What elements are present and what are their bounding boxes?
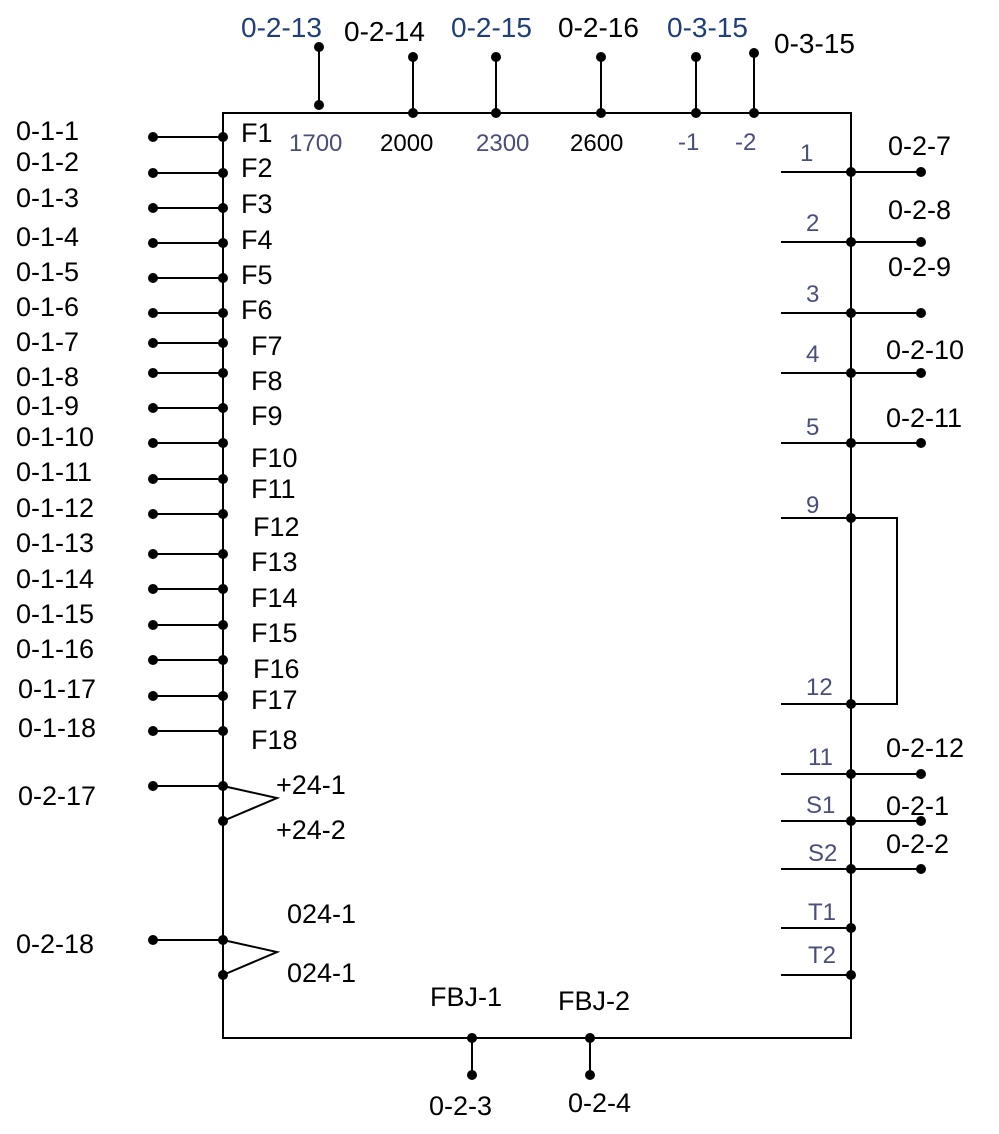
top-wire-label: 0-2-15 bbox=[451, 12, 532, 43]
left-connections bbox=[148, 132, 228, 736]
right-wire-label: 0-2-8 bbox=[888, 195, 951, 225]
right-connections bbox=[781, 167, 926, 980]
left-wire-label: 0-1-8 bbox=[16, 362, 79, 392]
terminal-block-outline bbox=[222, 112, 852, 1039]
right-wire-label: 0-2-9 bbox=[888, 252, 951, 282]
power-24v-connection bbox=[148, 781, 281, 826]
bottom-pin-label: FBJ-1 bbox=[430, 982, 502, 1012]
top-wire-label: 0-2-13 bbox=[241, 12, 322, 43]
left-wire-label: 0-1-14 bbox=[16, 564, 94, 594]
left-pin-label: F18 bbox=[251, 725, 298, 755]
left-pin-label: F4 bbox=[241, 225, 273, 255]
left-pin-label: F7 bbox=[251, 331, 283, 361]
left-pin-label: F16 bbox=[253, 654, 300, 684]
bottom-wire-label: 0-2-4 bbox=[568, 1088, 631, 1118]
right-wire-label: 0-2-7 bbox=[888, 131, 951, 161]
left-wire-label: 0-1-17 bbox=[18, 674, 96, 704]
bottom-pin-label: FBJ-2 bbox=[558, 986, 630, 1016]
right-wire-label: 0-2-1 bbox=[886, 791, 949, 821]
right-pin-label: 11 bbox=[808, 744, 833, 771]
left-wire-label: 0-1-10 bbox=[16, 422, 94, 452]
right-pin-label: 3 bbox=[806, 281, 819, 308]
left-pin-label: F5 bbox=[241, 260, 273, 290]
left-pin-label: F8 bbox=[251, 366, 283, 396]
left-wire-label: 0-1-4 bbox=[16, 222, 79, 252]
left-pin-label: F6 bbox=[241, 295, 273, 325]
top-pin-label: 1700 bbox=[289, 130, 342, 157]
power-0v-connection bbox=[148, 935, 281, 980]
right-pin-label: 5 bbox=[806, 414, 819, 441]
top-pin-label: -2 bbox=[735, 129, 756, 156]
left-wire-label: 0-1-15 bbox=[16, 599, 94, 629]
top-pin-label: 2000 bbox=[380, 130, 433, 157]
left-pin-label: F10 bbox=[251, 443, 298, 473]
left-pin-label: F13 bbox=[251, 547, 298, 577]
left-pin-label: F11 bbox=[251, 474, 296, 504]
left-wire-label: 0-1-2 bbox=[16, 147, 79, 177]
right-pin-label: T2 bbox=[808, 942, 836, 969]
left-pin-label: F15 bbox=[251, 618, 298, 648]
top-wire-label: 0-3-15 bbox=[667, 12, 748, 43]
bottom-connections bbox=[467, 1033, 595, 1080]
top-pin-label: -1 bbox=[678, 129, 699, 156]
right-pin-label: 2 bbox=[806, 210, 819, 237]
right-pin-label: 12 bbox=[806, 674, 833, 701]
left-wire-label: 0-1-6 bbox=[16, 292, 79, 322]
right-pin-label: 9 bbox=[806, 492, 819, 519]
top-connections bbox=[314, 42, 759, 118]
right-wire-label: 0-2-2 bbox=[886, 829, 949, 859]
left-pin-label: F1 bbox=[241, 118, 273, 148]
left-wire-label: 0-1-5 bbox=[16, 257, 79, 287]
top-pin-label: 2600 bbox=[570, 130, 623, 157]
power-0v-pin-b: 024-1 bbox=[287, 958, 356, 988]
top-pin-label: 2300 bbox=[476, 130, 529, 157]
left-wire-label: 0-1-18 bbox=[18, 713, 96, 743]
left-wire-label: 0-1-7 bbox=[16, 327, 79, 357]
left-pin-label: F9 bbox=[251, 401, 283, 431]
power-24v-pin-b: +24-2 bbox=[276, 815, 346, 845]
left-wire-label: 0-1-1 bbox=[16, 116, 79, 146]
left-pin-label: F17 bbox=[251, 685, 298, 715]
power-24v-wire-label: 0-2-17 bbox=[18, 781, 96, 811]
power-24v-pin-a: +24-1 bbox=[276, 770, 346, 800]
right-pin-label: S2 bbox=[808, 840, 837, 867]
top-wire-label: 0-2-14 bbox=[344, 16, 425, 47]
right-pin-label: 4 bbox=[806, 341, 819, 368]
left-pin-label: F12 bbox=[253, 512, 300, 542]
left-pin-label: F3 bbox=[241, 189, 273, 219]
left-wire-label: 0-1-9 bbox=[16, 391, 79, 421]
right-pin-label: T1 bbox=[808, 899, 836, 926]
left-wire-label: 0-1-16 bbox=[16, 634, 94, 664]
top-wire-label: 0-2-16 bbox=[558, 12, 639, 43]
left-wire-label: 0-1-11 bbox=[16, 457, 92, 487]
power-0v-pin-a: 024-1 bbox=[287, 899, 356, 929]
right-wire-label: 0-2-11 bbox=[886, 403, 962, 433]
right-wire-label: 0-2-12 bbox=[886, 733, 964, 763]
left-wire-label: 0-1-13 bbox=[16, 528, 94, 558]
left-pin-label: F14 bbox=[251, 583, 298, 613]
power-0v-wire-label: 0-2-18 bbox=[16, 929, 94, 959]
bottom-wire-label: 0-2-3 bbox=[429, 1091, 492, 1121]
right-pin-label: S1 bbox=[806, 792, 835, 819]
right-wire-label: 0-2-10 bbox=[886, 335, 964, 365]
right-pin-label: 1 bbox=[800, 140, 813, 167]
top-wire-label: 0-3-15 bbox=[774, 28, 855, 59]
left-pin-label: F2 bbox=[241, 153, 273, 183]
left-wire-label: 0-1-3 bbox=[16, 183, 79, 213]
left-wire-label: 0-1-12 bbox=[16, 493, 94, 523]
